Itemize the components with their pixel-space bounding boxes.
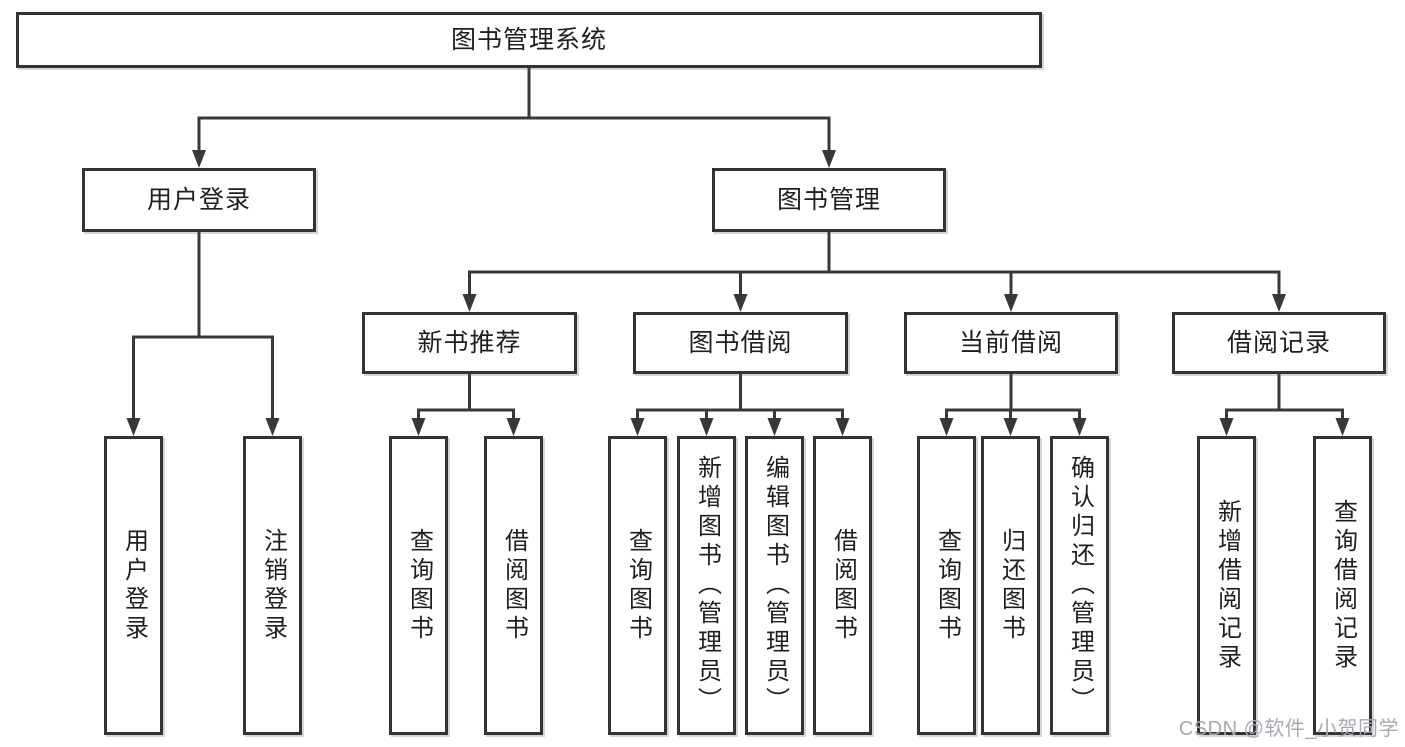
arrowhead bbox=[835, 418, 850, 436]
arrowhead bbox=[192, 150, 206, 168]
arrowhead bbox=[630, 418, 645, 436]
arrowhead bbox=[1219, 418, 1234, 436]
arrowhead bbox=[462, 294, 477, 312]
connector-book-management-branch bbox=[468, 232, 1281, 298]
arrowhead bbox=[733, 294, 748, 312]
arrowhead bbox=[1003, 418, 1018, 436]
node-borrowing-records: 借阅记录 bbox=[1172, 312, 1386, 374]
arrowhead bbox=[699, 418, 714, 436]
arrowhead bbox=[265, 418, 280, 436]
arrowhead bbox=[1272, 294, 1286, 312]
leaf-query-books-current: 查询图书 bbox=[917, 436, 976, 735]
arrowhead bbox=[1004, 294, 1018, 312]
node-current-borrowing: 当前借阅 bbox=[904, 312, 1118, 374]
arrowheads bbox=[126, 150, 1350, 436]
node-user-login: 用户登录 bbox=[82, 168, 316, 232]
leaf-return-books: 归还图书 bbox=[981, 436, 1040, 735]
leaf-confirm-return-admin: 确认归还（管理员） bbox=[1050, 436, 1109, 735]
connector-new-book-branch bbox=[417, 374, 515, 422]
leaf-add-borrow-record: 新增借阅记录 bbox=[1197, 436, 1256, 735]
leaf-query-borrow-record: 查询借阅记录 bbox=[1313, 436, 1372, 735]
arrowhead bbox=[822, 150, 836, 168]
connector-root-branch bbox=[197, 68, 831, 154]
arrowhead bbox=[767, 418, 782, 436]
connector-current-borrowing-branch bbox=[945, 374, 1081, 422]
leaf-query-books-recommend: 查询图书 bbox=[389, 436, 448, 735]
leaf-user-login: 用户登录 bbox=[104, 436, 163, 735]
node-new-book-recommendation: 新书推荐 bbox=[362, 312, 577, 374]
arrowhead bbox=[411, 418, 426, 436]
node-library-system: 图书管理系统 bbox=[16, 12, 1042, 68]
leaf-query-books-borrow: 查询图书 bbox=[608, 436, 667, 735]
arrowhead bbox=[506, 418, 521, 436]
leaf-borrow-books-recommend: 借阅图书 bbox=[484, 436, 543, 735]
leaf-edit-books-admin: 编辑图书（管理员） bbox=[745, 436, 804, 735]
leaf-logout: 注销登录 bbox=[243, 436, 302, 735]
arrowhead bbox=[939, 418, 954, 436]
connector-book-borrowing-branch bbox=[636, 374, 844, 422]
arrowhead bbox=[1072, 418, 1087, 436]
node-book-borrowing: 图书借阅 bbox=[633, 312, 848, 374]
leaf-add-books-admin: 新增图书（管理员） bbox=[677, 436, 736, 735]
node-book-management: 图书管理 bbox=[712, 168, 946, 232]
connector-paths bbox=[132, 68, 1344, 422]
arrowhead bbox=[1335, 418, 1350, 436]
connector-borrowing-records-branch bbox=[1225, 374, 1344, 422]
arrowhead bbox=[126, 418, 141, 436]
connector-user-login-branch bbox=[132, 232, 274, 422]
leaf-borrow-books: 借阅图书 bbox=[813, 436, 872, 735]
watermark: CSDN @软件_小贺同学 bbox=[1178, 718, 1399, 740]
